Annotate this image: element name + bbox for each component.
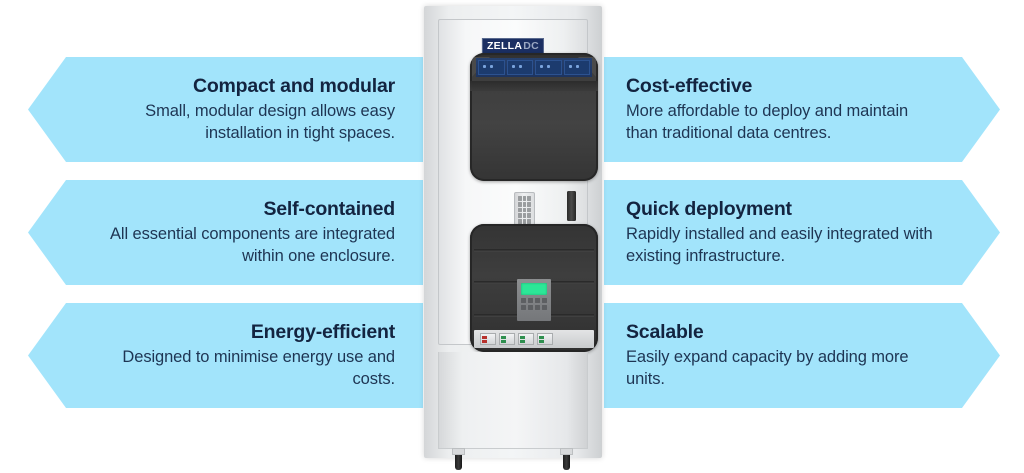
- panel-key: [521, 298, 527, 303]
- benefit-card-quick-deployment[interactable]: Quick deployment Rapidly installed and e…: [604, 180, 1000, 285]
- control-panel-keys: [521, 298, 547, 310]
- upper-server-bay-door: [470, 53, 598, 181]
- lcd-screen: [521, 283, 547, 295]
- benefit-description: Small, modular design allows easy instal…: [145, 102, 395, 143]
- power-distribution-strip: [474, 330, 594, 348]
- benefit-title: Cost-effective: [626, 74, 753, 97]
- product-cabinet-illustration: ZELLA DC: [418, 0, 608, 473]
- panel-key: [527, 304, 534, 310]
- logo-secondary-text: DC: [523, 40, 540, 52]
- keypad-lock-icon: [514, 192, 535, 228]
- caster-wheel-right: [560, 448, 573, 470]
- circuit-breaker: [518, 333, 534, 345]
- keypad-key: [527, 219, 531, 224]
- benefit-title: Energy-efficient: [250, 320, 395, 343]
- circuit-breaker: [480, 333, 496, 345]
- benefit-card-compact-and-modular[interactable]: Compact and modular Small, modular desig…: [28, 57, 423, 162]
- benefit-description: Easily expand capacity by adding more un…: [626, 348, 909, 389]
- benefit-description: Designed to minimise energy use and cost…: [122, 348, 395, 389]
- keypad-key: [522, 213, 527, 219]
- network-switch-strip: [476, 58, 592, 77]
- keypad-key: [522, 196, 527, 201]
- benefit-card-energy-efficient[interactable]: Energy-efficient Designed to minimise en…: [28, 303, 423, 408]
- benefit-title: Compact and modular: [192, 74, 395, 97]
- lower-equipment-bay: [470, 224, 598, 352]
- keypad-key: [522, 201, 527, 207]
- benefit-description: All essential components are integrated …: [109, 225, 395, 266]
- control-panel: [517, 279, 551, 321]
- benefit-title: Scalable: [626, 320, 704, 343]
- keypad-key: [527, 207, 531, 213]
- zella-dc-logo: ZELLA DC: [481, 38, 545, 54]
- benefit-title: Quick deployment: [626, 197, 792, 220]
- keypad-key: [518, 213, 522, 219]
- switch-unit: [535, 60, 562, 75]
- panel-key: [534, 304, 541, 310]
- circuit-breaker: [499, 333, 515, 345]
- benefit-title: Self-contained: [263, 197, 395, 220]
- circuit-breaker: [537, 333, 553, 345]
- panel-key: [541, 298, 547, 303]
- door-shadow-band: [470, 81, 598, 91]
- benefit-description: More affordable to deploy and maintain t…: [626, 102, 909, 143]
- caster-wheel-left: [452, 448, 465, 470]
- cabinet-door-frame: ZELLA DC: [438, 19, 598, 352]
- caster-wheel: [563, 455, 570, 470]
- logo-primary-text: ZELLA: [486, 40, 523, 52]
- benefit-card-scalable[interactable]: Scalable Easily expand capacity by addin…: [604, 303, 1000, 408]
- door-handle-icon: [567, 191, 576, 221]
- keypad-key: [522, 219, 527, 224]
- keypad-key: [527, 196, 531, 201]
- keypad-key: [527, 213, 531, 219]
- panel-key: [521, 304, 527, 310]
- benefit-description: Rapidly installed and easily integrated …: [626, 225, 933, 266]
- benefit-card-self-contained[interactable]: Self-contained All essential components …: [28, 180, 423, 285]
- switch-unit: [563, 60, 590, 75]
- caster-bracket: [452, 448, 465, 455]
- caster-bracket: [560, 448, 573, 455]
- benefit-card-cost-effective[interactable]: Cost-effective More affordable to deploy…: [604, 57, 1000, 162]
- keypad-key: [518, 219, 522, 224]
- caster-wheel: [455, 455, 462, 470]
- switch-unit: [478, 60, 505, 75]
- switch-unit: [506, 60, 533, 75]
- keypad-key: [518, 196, 522, 201]
- keypad-key: [518, 207, 522, 213]
- panel-key: [534, 298, 541, 303]
- rack-shelf: [474, 249, 594, 252]
- cabinet-plinth: [438, 352, 588, 449]
- keypad-key: [522, 207, 527, 213]
- panel-key: [527, 298, 534, 303]
- keypad-key: [518, 201, 522, 207]
- keypad-key: [527, 201, 531, 207]
- panel-key: [541, 304, 547, 310]
